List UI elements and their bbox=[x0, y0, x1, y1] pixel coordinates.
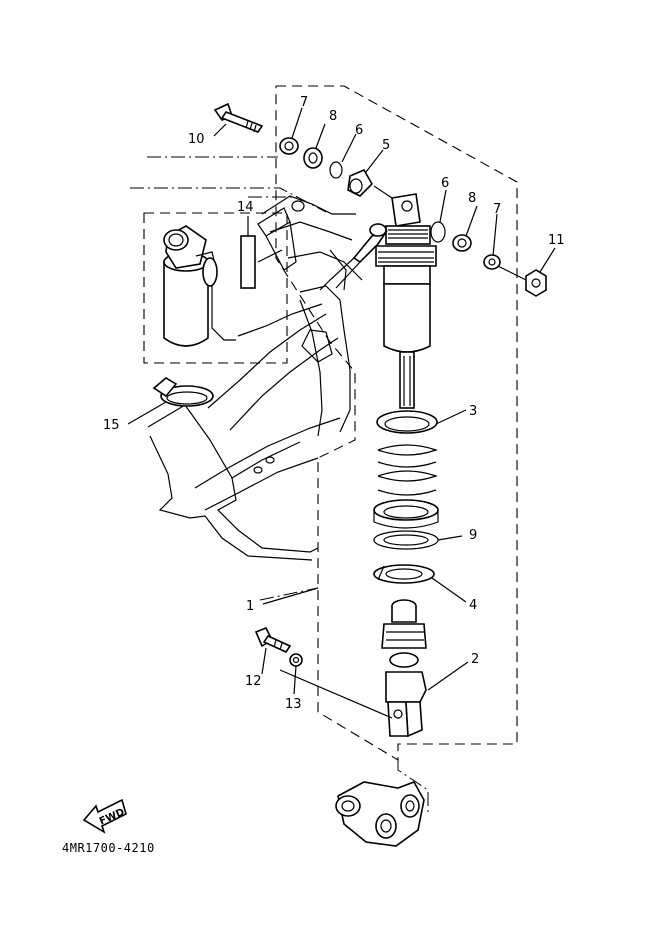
callout-8b: 8 bbox=[468, 191, 476, 206]
reservoir-box bbox=[143, 212, 288, 364]
shock-absorber bbox=[319, 193, 437, 409]
callout-2: 2 bbox=[471, 652, 479, 667]
relay-arm bbox=[335, 781, 425, 847]
callout-3: 3 bbox=[469, 404, 477, 419]
callout-12: 12 bbox=[245, 674, 262, 689]
callout-labels: 1 2 3 4 5 6 6 7 7 8 8 9 10 11 12 13 14 1… bbox=[103, 95, 565, 712]
callout-13: 13 bbox=[285, 697, 302, 712]
callout-1: 1 bbox=[246, 599, 254, 614]
assembly-boundary bbox=[275, 85, 518, 761]
fwd-arrow-icon: FWD bbox=[82, 798, 127, 834]
reservoir-canister bbox=[163, 225, 236, 347]
callout-15: 15 bbox=[103, 418, 120, 433]
callout-11: 11 bbox=[548, 233, 565, 248]
top-mount-hardware bbox=[213, 102, 393, 199]
reference-lines bbox=[130, 156, 429, 812]
callout-8a: 8 bbox=[329, 109, 337, 124]
callout-7a: 7 bbox=[300, 95, 308, 110]
hose-clamp-15 bbox=[152, 377, 214, 407]
bracket-14 bbox=[240, 200, 305, 289]
callout-6a: 6 bbox=[355, 123, 363, 138]
callout-7b: 7 bbox=[493, 202, 501, 217]
callout-6b: 6 bbox=[441, 176, 449, 191]
callout-9: 9 bbox=[469, 528, 477, 543]
leader-lines bbox=[127, 107, 556, 695]
bolt-12-washer-13 bbox=[254, 626, 303, 667]
spring-assembly bbox=[373, 410, 439, 584]
callout-10: 10 bbox=[188, 132, 205, 147]
callout-14: 14 bbox=[237, 200, 254, 215]
right-side-hardware bbox=[430, 221, 547, 297]
callout-4: 4 bbox=[469, 598, 477, 613]
callout-5: 5 bbox=[382, 138, 390, 153]
frame-outline bbox=[147, 195, 363, 561]
diagram-code: 4MR1700-4210 bbox=[62, 841, 155, 855]
lower-clevis bbox=[279, 599, 427, 738]
